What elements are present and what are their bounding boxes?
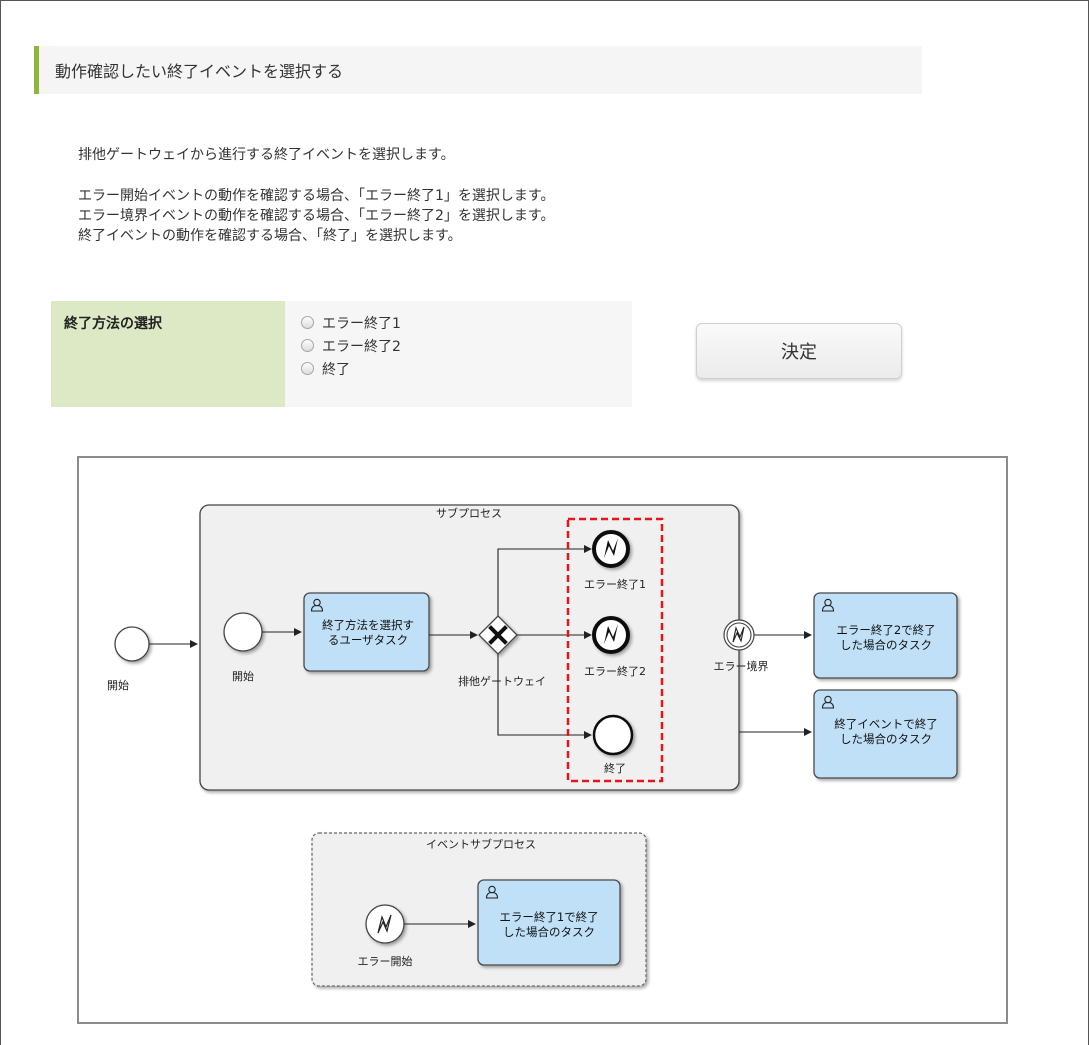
description-line-1: 排他ゲートウェイから進行する終了イベントを選択します。 [78,147,455,163]
task-end-line-2: した場合のタスク [840,732,932,746]
radio-label: 終了 [322,361,350,378]
task-select-line-2: るユーザタスク [328,633,408,647]
inner-start-event [223,612,263,652]
user-task-error-end-2 [813,592,958,679]
radio-label: エラー終了2 [322,338,401,355]
task-select-line-1: 終了方法を選択す [322,618,414,632]
subprocess-title: サブプロセス [436,506,502,520]
end-method-form: 終了方法の選択 エラー終了1 エラー終了2 終了 [51,301,632,407]
task-err1-line-1: エラー終了1で終了 [499,910,598,924]
subprocess-container [199,504,740,791]
error-event-icon [732,626,745,643]
end-method-label: 終了方法の選択 [51,301,285,407]
user-task-error-end-1 [477,879,621,966]
boundary-inner-ring [726,622,752,648]
section-title: 動作確認したい終了イベントを選択する [55,62,344,81]
gateway-x-icon [488,625,508,645]
end-label: 終了 [604,761,626,775]
inner-start-label: 開始 [232,669,254,683]
error-event-icon [604,538,618,558]
radio-label: エラー終了1 [322,315,401,332]
task-end-line-1: 終了イベントで終了 [834,717,938,731]
flow-gateway-to-end [497,654,592,739]
section-header: 動作確認したい終了イベントを選択する [34,46,922,94]
outer-start-event [114,626,150,662]
error-start-label: エラー開始 [358,954,413,968]
decide-button[interactable]: 決定 [696,323,902,379]
error-end-1-label: エラー終了1 [584,577,646,591]
outer-start-label: 開始 [107,678,129,692]
task-err2-line-2: した場合のタスク [840,638,932,652]
user-task-end-event [813,689,958,779]
radio-error-end-2[interactable]: エラー終了2 [301,334,632,357]
radio-error-end-1[interactable]: エラー終了1 [301,311,632,334]
end-events-highlight [566,517,664,783]
radio-button-icon[interactable] [301,362,314,375]
end-method-options: エラー終了1 エラー終了2 終了 [285,301,632,407]
error-event-icon [377,914,392,934]
error-end-2-label: エラー終了2 [584,664,646,678]
boundary-label: エラー境界 [714,659,769,673]
task-err1-line-2: した場合のタスク [503,925,595,939]
radio-button-icon[interactable] [301,339,314,352]
gateway-label: 排他ゲートウェイ [458,674,546,688]
task-err2-line-1: エラー終了2で終了 [836,623,935,637]
description-line-3: エラー境界イベントの動作を確認する場合、「エラー終了2」を選択します。 [78,208,555,224]
radio-button-icon[interactable] [301,316,314,329]
description-line-4: 終了イベントの動作を確認する場合、「終了」を選択します。 [78,228,462,244]
event-subprocess-title: イベントサブプロセス [426,837,536,851]
description-line-2: エラー開始イベントの動作を確認する場合、「エラー終了1」を選択します。 [78,188,555,204]
error-event-icon [604,624,618,644]
radio-end[interactable]: 終了 [301,357,632,380]
user-task-select-end [303,592,430,672]
end-event [592,714,634,756]
bpmn-diagram: サブプロセス イベントサブプロセス 開始 開始 終了方法を選択す るユーザタスク… [77,456,1008,1024]
flow-gateway-to-error-end-1 [497,545,592,616]
